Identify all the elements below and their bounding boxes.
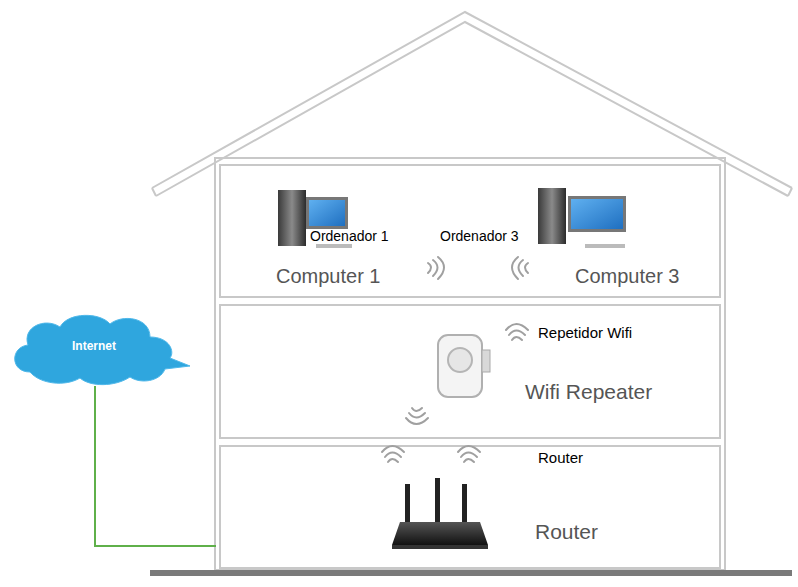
node-label: Ordenador 3	[440, 229, 519, 244]
node-caption: Router	[535, 520, 598, 543]
repeater-icon	[438, 335, 490, 397]
node-label: Internet	[72, 340, 116, 353]
node-label: Repetidor Wifi	[538, 325, 632, 342]
computer-node: Ordenador 1 Computer 1	[270, 215, 430, 290]
house-walls	[215, 158, 725, 570]
ground-line	[150, 570, 792, 576]
wifi-signal	[382, 257, 528, 462]
router-icon	[392, 478, 488, 549]
router-node: RouterRouter	[520, 448, 640, 553]
roof	[152, 12, 792, 196]
computer-node: Ordenador 3 Computer 3	[435, 215, 715, 290]
computer-icon	[538, 188, 626, 248]
node-caption: Wifi Repeater	[525, 380, 652, 403]
node-caption: Computer 3	[575, 265, 680, 287]
internet-cloud: Internet	[10, 312, 190, 387]
node-caption: Computer 1	[276, 265, 381, 287]
node-label: Router	[538, 450, 583, 467]
node-label: Ordenador 1	[310, 229, 389, 244]
internet-cable	[95, 386, 216, 546]
repeater-node: Repetidor WifiWifi Repeater	[520, 322, 700, 407]
